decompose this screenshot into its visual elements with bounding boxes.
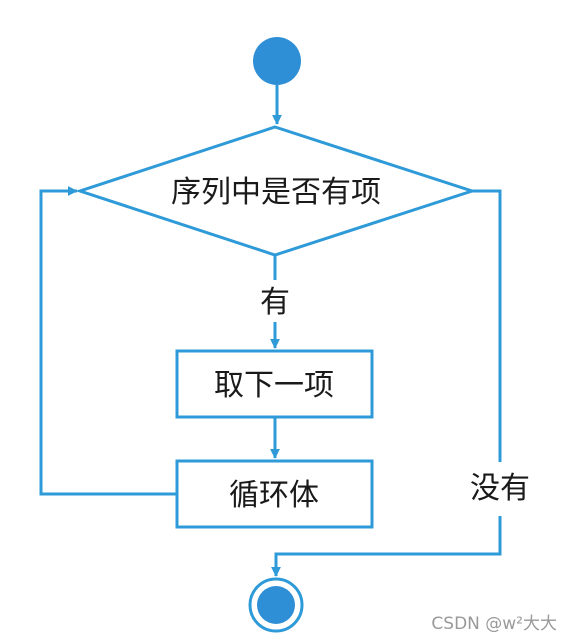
watermark: CSDN @w²大大 bbox=[431, 614, 557, 634]
process-loop-body-label: 循环体 bbox=[229, 478, 319, 513]
edge-loop-back bbox=[39, 186, 177, 496]
process-take-next bbox=[175, 349, 374, 419]
edge-label-yes: 有 bbox=[260, 285, 290, 320]
end-node bbox=[257, 586, 295, 624]
edge-no-to-end bbox=[271, 516, 502, 577]
process-take-next-label: 取下一项 bbox=[214, 368, 334, 403]
edge-label-no: 没有 bbox=[470, 471, 530, 506]
start-node bbox=[253, 37, 301, 85]
decision-label: 序列中是否有项 bbox=[171, 175, 381, 210]
edge-decision-no bbox=[472, 189, 502, 462]
